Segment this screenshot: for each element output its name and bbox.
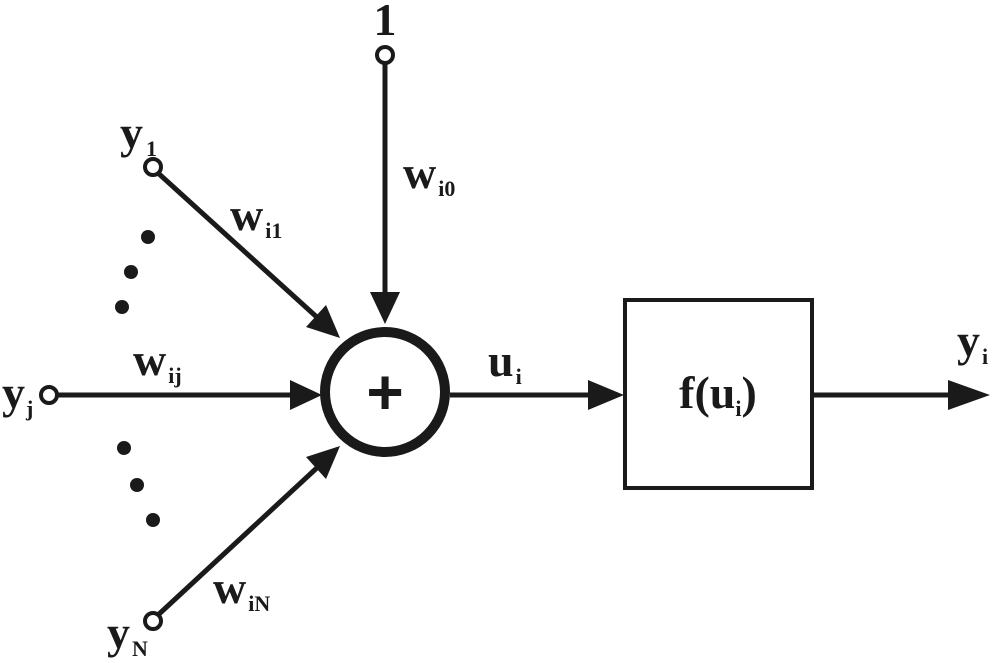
y1-arrowhead bbox=[306, 305, 340, 338]
ellipsis-dot bbox=[141, 230, 155, 244]
yj-input-node bbox=[39, 385, 59, 405]
yN-label: yN bbox=[107, 607, 148, 661]
bias-arrowhead bbox=[370, 292, 400, 324]
wi1-label: wi1 bbox=[230, 189, 282, 243]
yN-wire bbox=[156, 463, 322, 617]
activation-function-label: f(ui) bbox=[679, 367, 757, 421]
yi-label: yi bbox=[957, 315, 988, 369]
yj-label: yj bbox=[2, 367, 33, 421]
summation-node bbox=[320, 327, 450, 457]
y1-input-node bbox=[143, 157, 163, 177]
ellipsis-dot bbox=[124, 265, 138, 279]
yN-input-node bbox=[143, 611, 163, 631]
ui-arrowhead bbox=[588, 380, 624, 410]
y1-wire bbox=[156, 171, 322, 322]
sum-symbol: + bbox=[366, 356, 403, 428]
yj-arrowhead bbox=[290, 380, 322, 410]
wiN-label: wiN bbox=[213, 562, 270, 616]
ui-label: ui bbox=[488, 335, 522, 389]
bias-label: 1 bbox=[374, 0, 397, 45]
ellipsis-dot bbox=[146, 513, 160, 527]
ellipsis-dot bbox=[115, 300, 129, 314]
wij-label: wij bbox=[133, 334, 182, 388]
ellipsis-dot bbox=[117, 441, 131, 455]
ellipsis-dot bbox=[130, 478, 144, 492]
wi0-label: wi0 bbox=[403, 147, 455, 201]
yN-arrowhead bbox=[306, 446, 340, 479]
bias-input-node bbox=[375, 45, 395, 65]
output-arrowhead bbox=[948, 380, 990, 410]
